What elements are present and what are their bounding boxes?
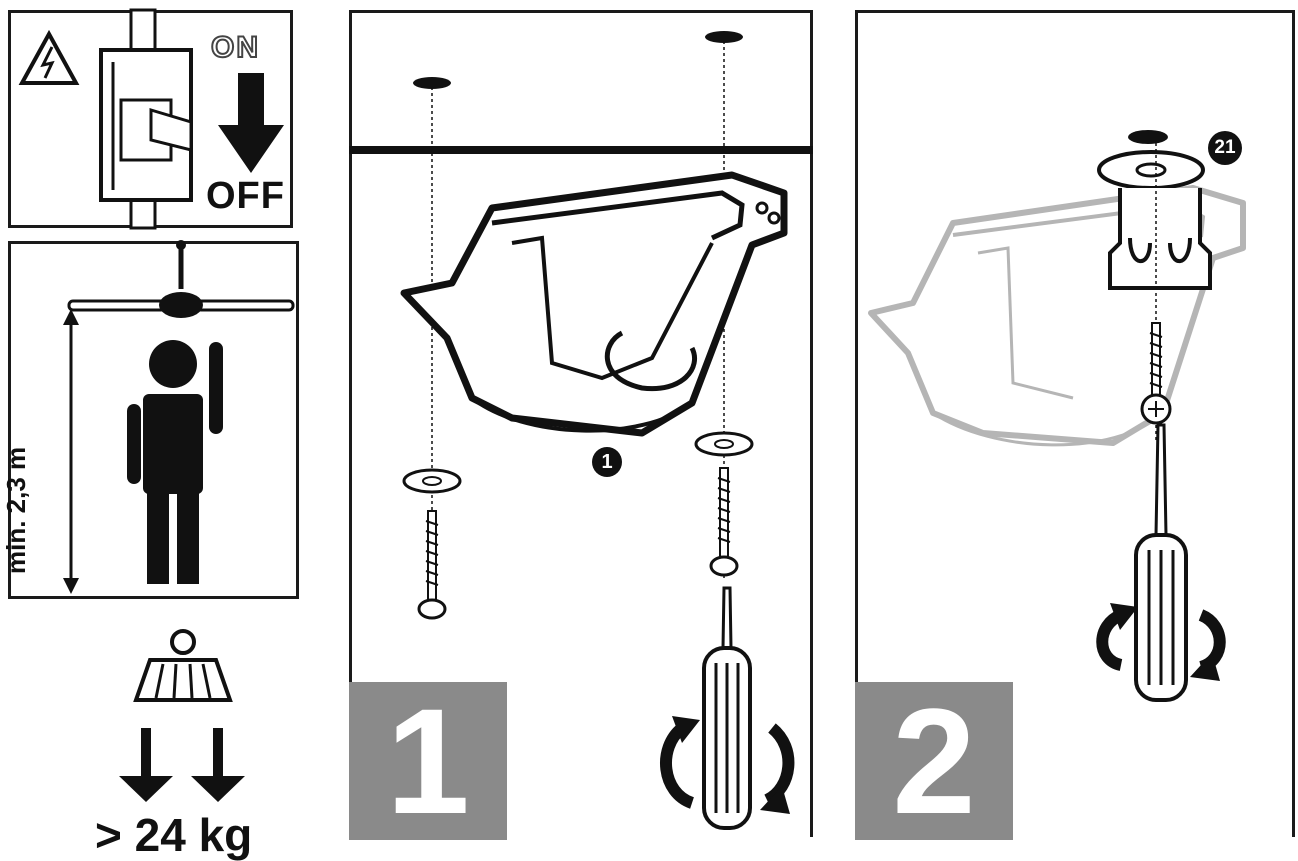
ceiling-hole-right (705, 31, 743, 43)
step2-number: 2 (892, 677, 976, 845)
washer-right-icon (694, 431, 754, 457)
screw-right-icon (709, 467, 739, 577)
step1-number: 1 (386, 677, 470, 845)
step1-callout: 1 (592, 447, 622, 477)
power-off-panel: ON OFF (8, 8, 293, 230)
ceiling-line (349, 146, 813, 154)
washer-left-icon (402, 468, 462, 494)
mounting-bracket-icon (400, 171, 788, 437)
step1-number-box: 1 (349, 682, 507, 840)
min-height-panel: min. 2,3 m (1, 240, 299, 599)
faded-bracket-icon (868, 185, 1246, 447)
guide-line-left (431, 87, 433, 617)
height-arrow-icon (63, 309, 79, 594)
ceiling-hole-step2 (1128, 130, 1168, 144)
guide-line-step2 (1155, 143, 1157, 443)
weight-hook-icon (133, 629, 233, 702)
arrow-down-icon (218, 73, 284, 173)
min-height-text: min. 2,3 m (1, 446, 31, 574)
ceiling-hole-left (413, 77, 451, 89)
weight-text: > 24 kg (95, 809, 253, 861)
step2-panel: 21 2 (855, 10, 1295, 840)
double-arrow-down-icon (119, 728, 245, 802)
screw-step2-icon (1140, 322, 1172, 425)
step2-callout: 21 (1208, 131, 1242, 165)
circuit-breaker-icon (99, 8, 193, 230)
off-label: OFF (206, 175, 285, 217)
screwdriver-step2-icon (1096, 423, 1226, 702)
screwdriver-icon (660, 586, 795, 830)
person-icon (127, 340, 223, 584)
screw-left-icon (417, 510, 447, 620)
on-label: ON (210, 30, 260, 65)
ceiling-fan-icon (67, 240, 295, 318)
min-height-label: min. 2,3 m (1, 424, 41, 574)
step1-panel: 1 1 (349, 10, 813, 840)
step2-number-box: 2 (855, 682, 1013, 840)
hanger-bracket-icon (1108, 188, 1212, 290)
weight-label: > 24 kg (95, 812, 335, 858)
warning-triangle-icon (18, 29, 80, 85)
